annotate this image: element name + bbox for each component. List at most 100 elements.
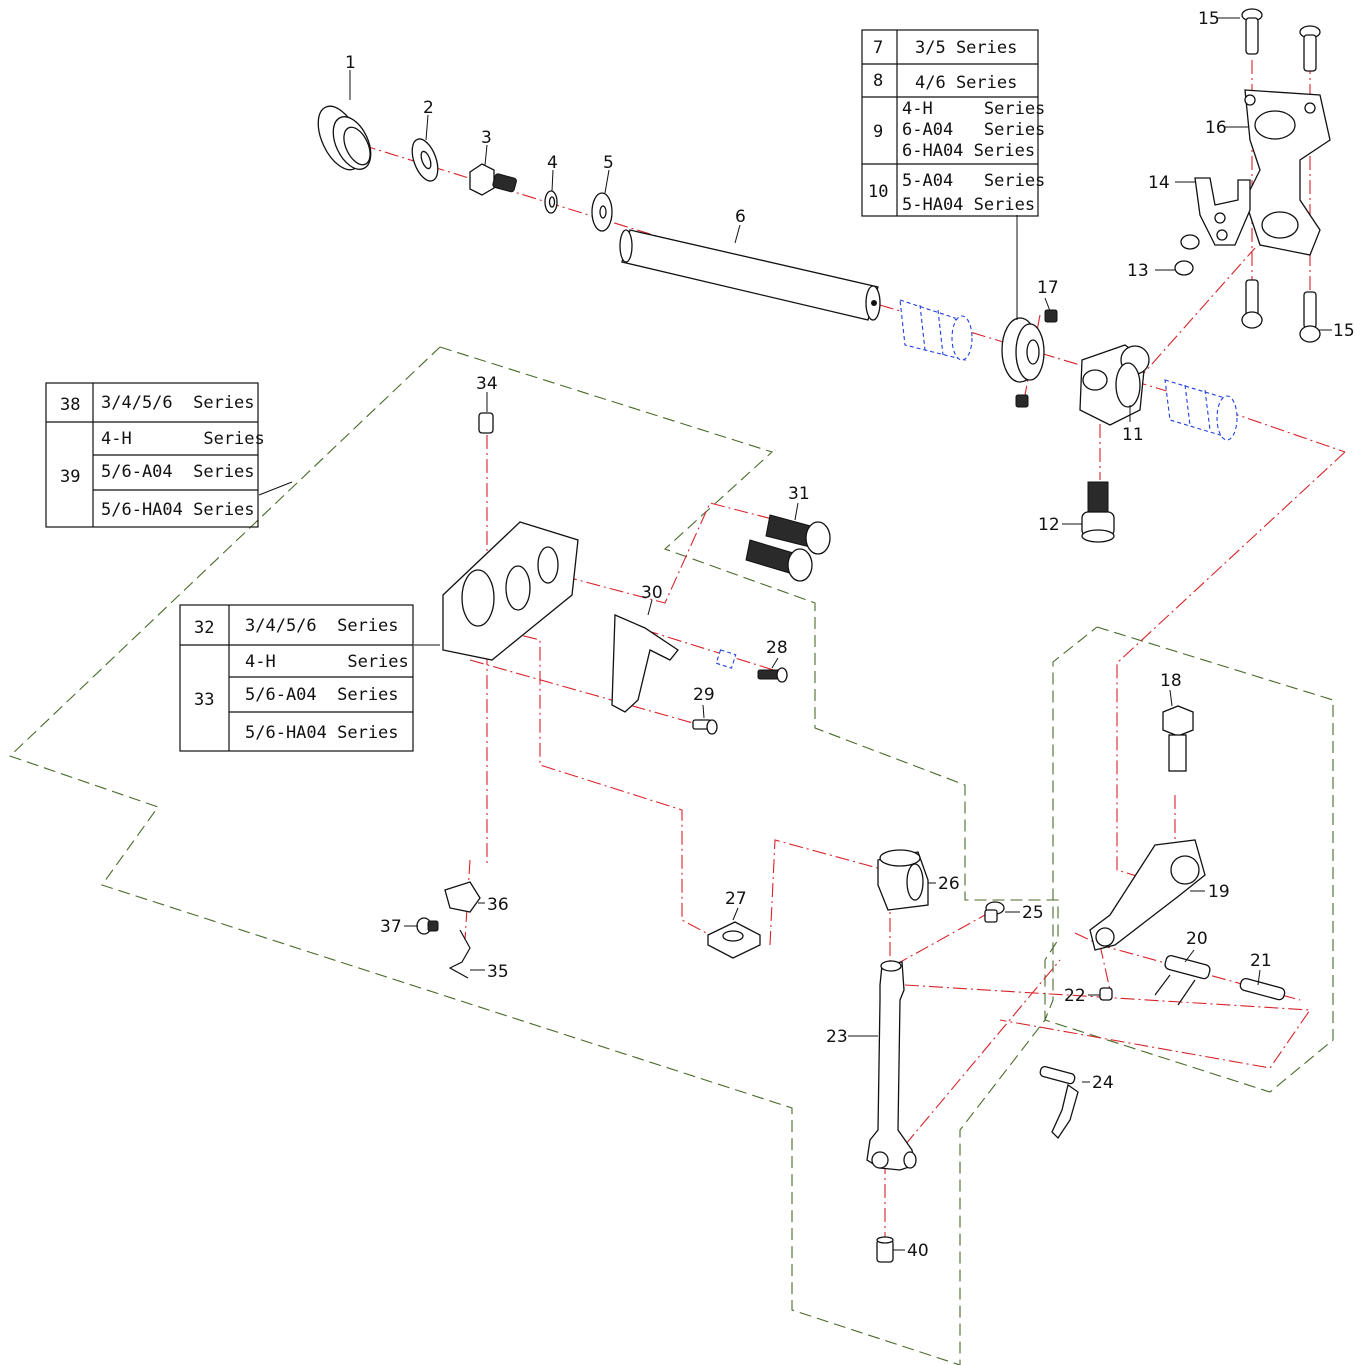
series-table-left: 38 3/4/5/6 Series 39 4-H Series 5/6-A04 …: [45, 382, 265, 528]
bolt-part-18: [1162, 705, 1194, 772]
collar-part-7-10: [1001, 317, 1045, 383]
right-subassembly-outline: [1044, 626, 1334, 1093]
pin-part-22: [1099, 987, 1113, 1001]
screw-part-28: [757, 667, 788, 683]
small-washer-part-4: [544, 190, 558, 214]
cover-part-36: [444, 881, 481, 913]
callout-12: 12: [1038, 515, 1060, 535]
bushing-part-1: [317, 105, 372, 171]
table-left-num-38: 38: [60, 395, 80, 415]
callout-3: 3: [481, 128, 492, 148]
subassembly-outlines: [8, 346, 1334, 1365]
table-right-desc-7: 3/5 Series: [915, 38, 1017, 58]
table-right-num-9: 9: [873, 122, 883, 142]
hidden-couplings: [715, 299, 1238, 669]
callout-16: 16: [1205, 118, 1227, 138]
callout-11: 11: [1122, 425, 1144, 445]
table-mid-desc-33-a: 4-H Series: [245, 652, 409, 672]
set-screw-part-17: [1044, 309, 1058, 323]
callout-6: 6: [735, 207, 746, 227]
table-left-desc-39-a: 4-H Series: [101, 429, 265, 449]
cap-screw-part-12: [1081, 481, 1115, 543]
left-coupling-hidden: [899, 299, 973, 361]
hex-bolt-part-3: [469, 163, 517, 196]
callout-4: 4: [547, 153, 558, 173]
table-mid-desc-32: 3/4/5/6 Series: [245, 616, 399, 636]
callout-27: 27: [725, 889, 747, 909]
callout-37: 37: [380, 917, 402, 937]
callout-36: 36: [487, 895, 509, 915]
table-right-num-10: 10: [868, 182, 888, 202]
table-right-desc-8: 4/6 Series: [915, 73, 1017, 93]
table-right-desc-9-a: 4-H Series: [902, 99, 1045, 119]
screw-part-29: [692, 719, 718, 735]
table-mid-num-33: 33: [194, 690, 214, 710]
callout-15-top: 15: [1198, 9, 1220, 29]
table-right-desc-9-c: 6-HA04 Series: [902, 141, 1035, 161]
parts: [317, 8, 1331, 1263]
callout-numbers: 1 2 3 4 5 6 11 12 13 14 15 15 16 17 18 1…: [345, 9, 1355, 1261]
callout-40: 40: [907, 1241, 929, 1261]
table-mid-desc-33-b: 5/6-A04 Series: [245, 685, 399, 705]
table-mid-desc-33-c: 5/6-HA04 Series: [245, 723, 399, 743]
table-right-desc-9-b: 6-A04 Series: [902, 120, 1045, 140]
bracket-part-30: [611, 614, 679, 713]
callout-5: 5: [603, 153, 614, 173]
set-screw-lower-part-17: [1015, 394, 1029, 408]
plate-part-14: [1194, 177, 1251, 246]
screw-part-37: [416, 917, 439, 935]
table-left-desc-39-b: 5/6-A04 Series: [101, 462, 255, 482]
spring-part-35: [448, 929, 471, 979]
callout-24: 24: [1092, 1073, 1114, 1093]
crank-part-11: [1079, 344, 1150, 426]
screws-part-13: [1174, 234, 1200, 276]
callout-25: 25: [1022, 903, 1044, 923]
right-coupling-hidden: [1164, 379, 1238, 441]
small-block-hidden: [715, 649, 737, 669]
table-left-num-39: 39: [60, 467, 80, 487]
clip-pin-part-20: [1154, 955, 1211, 1006]
table-right-desc-10-a: 5-A04 Series: [902, 171, 1045, 191]
callout-23: 23: [826, 1027, 848, 1047]
leader-lines: [258, 17, 1332, 1251]
callout-28: 28: [766, 638, 788, 658]
callout-21: 21: [1250, 951, 1272, 971]
assembly-centerlines: [361, 60, 1346, 1240]
guide-block-part-38-39: [442, 521, 579, 661]
callout-26: 26: [938, 874, 960, 894]
callout-2: 2: [423, 98, 434, 118]
cap-screws-part-31: [745, 514, 831, 582]
callout-18: 18: [1160, 671, 1182, 691]
screw-part-25: [984, 901, 1005, 923]
table-left-desc-39-c: 5/6-HA04 Series: [101, 500, 255, 520]
table-right-num-8: 8: [873, 71, 883, 91]
pin-part-40: [876, 1236, 894, 1263]
shaft-part-6: [619, 229, 881, 321]
callout-31: 31: [788, 484, 810, 504]
callout-35: 35: [487, 962, 509, 982]
callout-19: 19: [1208, 882, 1230, 902]
lever-part-24: [1039, 1066, 1079, 1140]
block-part-26: [877, 849, 929, 911]
slider-part-27: [707, 921, 761, 959]
callout-20: 20: [1186, 929, 1208, 949]
series-table-right: 7 3/5 Series 8 4/6 Series 9 4-H Series 6…: [861, 29, 1045, 217]
callout-1: 1: [345, 53, 356, 73]
needle-bar-part-23: [866, 960, 917, 1171]
callout-13: 13: [1127, 261, 1149, 281]
pin-part-21: [1239, 977, 1286, 1001]
callout-14: 14: [1148, 173, 1170, 193]
callout-30: 30: [641, 583, 663, 603]
callout-15-bottom: 15: [1333, 321, 1355, 341]
callout-34: 34: [476, 374, 498, 394]
table-left-desc-38: 3/4/5/6 Series: [101, 393, 255, 413]
callout-17: 17: [1037, 278, 1059, 298]
clamp-part-16: [1244, 89, 1331, 256]
table-right-num-7: 7: [873, 38, 883, 58]
flat-washer-part-5: [591, 192, 613, 232]
lever-part-19: [1089, 839, 1206, 951]
pin-part-34: [478, 412, 494, 434]
table-mid-num-32: 32: [194, 618, 214, 638]
lock-washer-part-2: [411, 138, 439, 182]
